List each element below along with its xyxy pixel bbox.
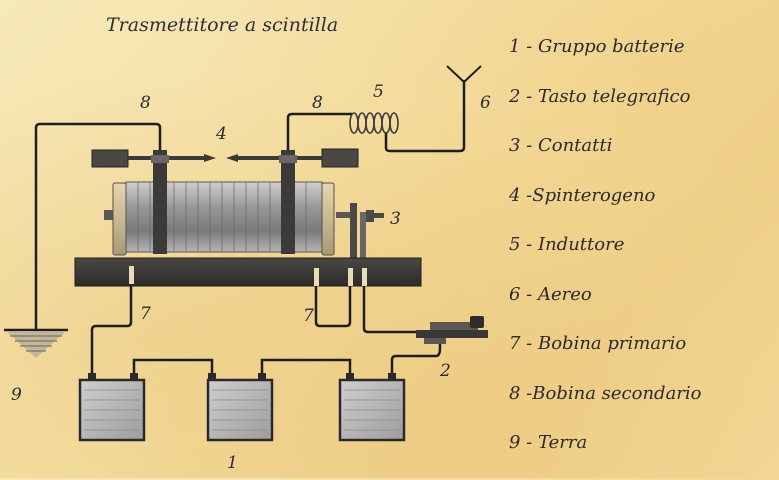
legend-item-key: 2 - Tasto telegrafico — [509, 85, 691, 107]
marker-inductor: 5 — [373, 82, 384, 102]
base-board — [74, 257, 422, 287]
marker-secondary-right: 8 — [312, 93, 323, 113]
spark-gap — [91, 148, 359, 168]
marker-secondary-left: 8 — [140, 93, 151, 113]
legend-item-secondary-coil: 8 -Bobina secondario — [509, 382, 702, 404]
marker-contacts: 3 — [390, 209, 401, 229]
interrupter-contacts — [336, 203, 384, 261]
secondary-wire-right — [286, 112, 352, 152]
base-terminals — [129, 266, 367, 286]
legend-item-spark-gap: 4 -Spinterogeno — [509, 184, 656, 206]
aerial-wire — [384, 80, 466, 153]
battery-cell-3 — [338, 373, 406, 442]
primary-wiring — [90, 286, 442, 377]
legend-item-ground: 9 - Terra — [509, 432, 588, 453]
battery-cell-1 — [78, 373, 146, 442]
marker-primary-left: 7 — [140, 304, 151, 324]
marker-spark-gap: 4 — [215, 124, 227, 144]
legend-item-contacts: 3 - Contatti — [509, 135, 613, 156]
secondary-wire-left — [34, 122, 162, 330]
marker-primary-right: 7 — [303, 306, 314, 326]
aerial-antenna — [446, 65, 482, 83]
legend-item-batteries: 1 - Gruppo batterie — [509, 36, 685, 57]
transmitter-diagram: 1 2 3 4 5 6 7 7 8 8 9 — [4, 65, 491, 473]
ground-symbol — [4, 328, 68, 358]
telegraph-key — [416, 316, 488, 344]
battery-bank — [78, 373, 406, 442]
inductor-coil — [349, 112, 399, 134]
marker-batteries: 1 — [227, 453, 238, 473]
battery-cell-2 — [206, 373, 274, 442]
marker-aerial: 6 — [480, 93, 491, 113]
diagram-title: Trasmettitore a scintilla — [106, 14, 339, 36]
marker-key: 2 — [439, 361, 451, 381]
legend-item-primary-coil: 7 - Bobina primario — [509, 333, 687, 354]
marker-ground: 9 — [11, 385, 22, 405]
component-legend: 1 - Gruppo batterie 2 - Tasto telegrafic… — [509, 34, 702, 480]
induction-coil — [104, 150, 335, 256]
legend-item-aerial: 6 - Aereo — [509, 283, 592, 305]
legend-item-inductor: 5 - Induttore — [509, 234, 625, 255]
